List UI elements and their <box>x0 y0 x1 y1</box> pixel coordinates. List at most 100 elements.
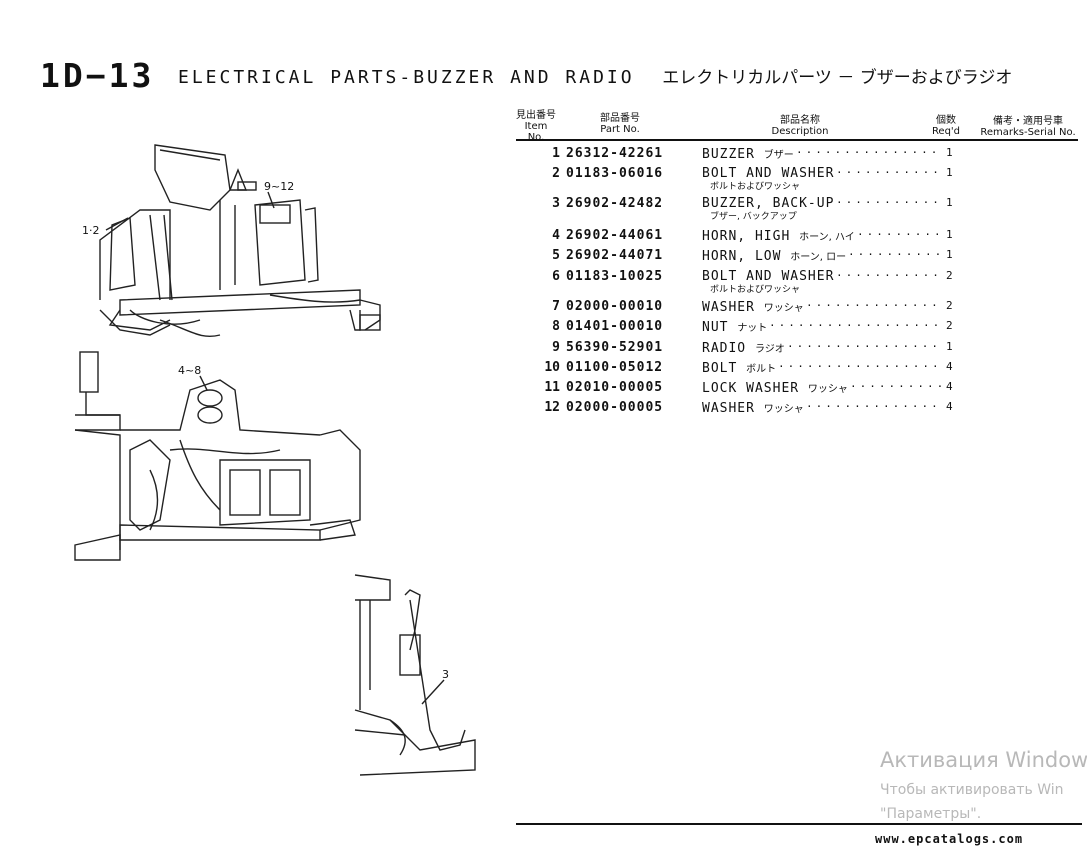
description-jp: ホーン, ハイ <box>799 232 855 243</box>
part-number: 26902-42482 <box>566 196 664 211</box>
description-jp-sub: ブザー, バックアップ <box>710 212 797 222</box>
part-description: WASHER ワッシャ <box>702 299 804 315</box>
description-en: RADIO <box>702 341 747 356</box>
item-number: 12 <box>544 400 560 415</box>
leader-dots: ········································… <box>806 400 942 413</box>
leader-dots: ········································… <box>806 299 942 312</box>
header-item-en: Item No. <box>524 121 548 143</box>
description-en: LOCK WASHER <box>702 381 800 396</box>
header-remarks-jp: 備考・適用号車 <box>993 116 1063 127</box>
part-number: 01401-00010 <box>566 319 664 334</box>
part-number: 26312-42261 <box>566 146 664 161</box>
description-en: BOLT AND WASHER <box>702 166 835 181</box>
description-jp-sub: ボルトおよびワッシャ <box>710 285 801 295</box>
header-divider <box>516 139 1078 141</box>
header-item-jp: 見出番号 <box>516 110 556 121</box>
description-en: WASHER <box>702 401 755 416</box>
header-desc-en: Description <box>771 126 829 137</box>
leader-dots: ········································… <box>796 146 942 159</box>
leader-dots: ········································… <box>836 166 942 179</box>
leader-dots: ········································… <box>857 228 942 241</box>
activation-watermark-line3: "Параметры". <box>880 806 982 822</box>
description-jp: ホーン, ロー <box>790 252 847 263</box>
item-number: 2 <box>552 166 560 181</box>
quantity: 1 <box>946 166 953 179</box>
section-title-en: ELECTRICAL PARTS-BUZZER AND RADIO <box>177 67 635 88</box>
header-qty-jp: 個数 <box>936 115 956 126</box>
item-number: 1 <box>552 146 560 161</box>
description-jp: ワッシャ <box>763 303 804 314</box>
leader-dots: ········································… <box>787 340 942 353</box>
description-en: WASHER <box>702 300 755 315</box>
footer-divider <box>516 823 1082 825</box>
section-code: 1D−13 <box>40 56 155 95</box>
part-description: BUZZER, BACK-UP <box>702 196 834 211</box>
callout-9-12: 9~12 <box>264 180 294 193</box>
item-number: 9 <box>552 340 560 355</box>
parts-diagram: 1·2 9~12 4~8 3 <box>74 144 476 776</box>
item-number: 4 <box>552 228 560 243</box>
description-en: BUZZER, BACK-UP <box>702 196 835 211</box>
description-jp: ナット <box>737 323 768 334</box>
part-description: BUZZER ブザー <box>702 146 794 162</box>
description-jp: ボルト <box>746 364 777 375</box>
rear-assembly-drawing <box>354 574 476 776</box>
item-number: 6 <box>552 269 560 284</box>
description-en: HORN, LOW <box>702 249 782 264</box>
quantity: 2 <box>946 299 953 312</box>
item-number: 3 <box>552 196 560 211</box>
part-description: BOLT AND WASHER <box>702 166 834 181</box>
leader-dots: ········································… <box>848 248 942 261</box>
description-jp: ラジオ <box>754 344 785 355</box>
description-en: HORN, HIGH <box>702 229 791 244</box>
part-description: NUT ナット <box>702 319 767 335</box>
frame-assembly-drawing <box>74 351 361 561</box>
header-qty: 個数 Req'd <box>928 115 964 137</box>
leader-dots: ········································… <box>850 380 942 393</box>
part-number: 01183-10025 <box>566 269 664 284</box>
part-description: BOLT AND WASHER <box>702 269 834 284</box>
leader-dots: ········································… <box>836 269 942 282</box>
item-number: 7 <box>552 299 560 314</box>
callout-1-2: 1·2 <box>82 224 100 237</box>
description-en: NUT <box>702 320 729 335</box>
description-en: BOLT <box>702 361 738 376</box>
part-number: 01183-06016 <box>566 166 664 181</box>
header-desc-jp: 部品名称 <box>780 115 820 126</box>
item-number: 8 <box>552 319 560 334</box>
header-remarks: 備考・適用号車 Remarks-Serial No. <box>976 116 1080 138</box>
leader-dots: ········································… <box>836 196 942 209</box>
header-remarks-en: Remarks-Serial No. <box>980 127 1076 138</box>
quantity: 1 <box>946 146 953 159</box>
description-en: BOLT AND WASHER <box>702 269 835 284</box>
part-description: BOLT ボルト <box>702 360 776 376</box>
quantity: 1 <box>946 340 953 353</box>
header-part-en: Part No. <box>600 124 640 135</box>
callout-4-8: 4~8 <box>178 364 201 377</box>
section-title-jp: エレクトリカルパーツ － ブザーおよびラジオ <box>662 68 1013 88</box>
part-number: 02000-00010 <box>566 299 664 314</box>
part-description: LOCK WASHER ワッシャ <box>702 380 848 396</box>
quantity: 2 <box>946 319 953 332</box>
cab-assembly-drawing <box>99 144 381 337</box>
part-description: HORN, HIGH ホーン, ハイ <box>702 228 855 244</box>
leader-dots: ········································… <box>778 360 942 373</box>
part-number: 01100-05012 <box>566 360 664 375</box>
quantity: 1 <box>946 228 953 241</box>
part-number: 56390-52901 <box>566 340 664 355</box>
header-part-jp: 部品番号 <box>600 113 640 124</box>
item-number: 11 <box>544 380 560 395</box>
quantity: 1 <box>946 248 953 261</box>
site-url[interactable]: www.epcatalogs.com <box>875 832 1024 846</box>
header-item-no: 見出番号 Item No. <box>516 110 556 143</box>
description-jp: ワッシャ <box>763 404 804 415</box>
item-number: 10 <box>544 360 560 375</box>
description-jp: ワッシャ <box>807 384 848 395</box>
part-description: HORN, LOW ホーン, ロー <box>702 248 846 264</box>
description-jp: ブザー <box>763 150 794 161</box>
part-number: 26902-44071 <box>566 248 664 263</box>
callout-3: 3 <box>442 668 449 681</box>
activation-watermark-title: Активация Windows <box>880 748 1087 772</box>
header-part-no: 部品番号 Part No. <box>580 113 660 135</box>
activation-watermark-line2: Чтобы активировать Win <box>880 782 1064 798</box>
